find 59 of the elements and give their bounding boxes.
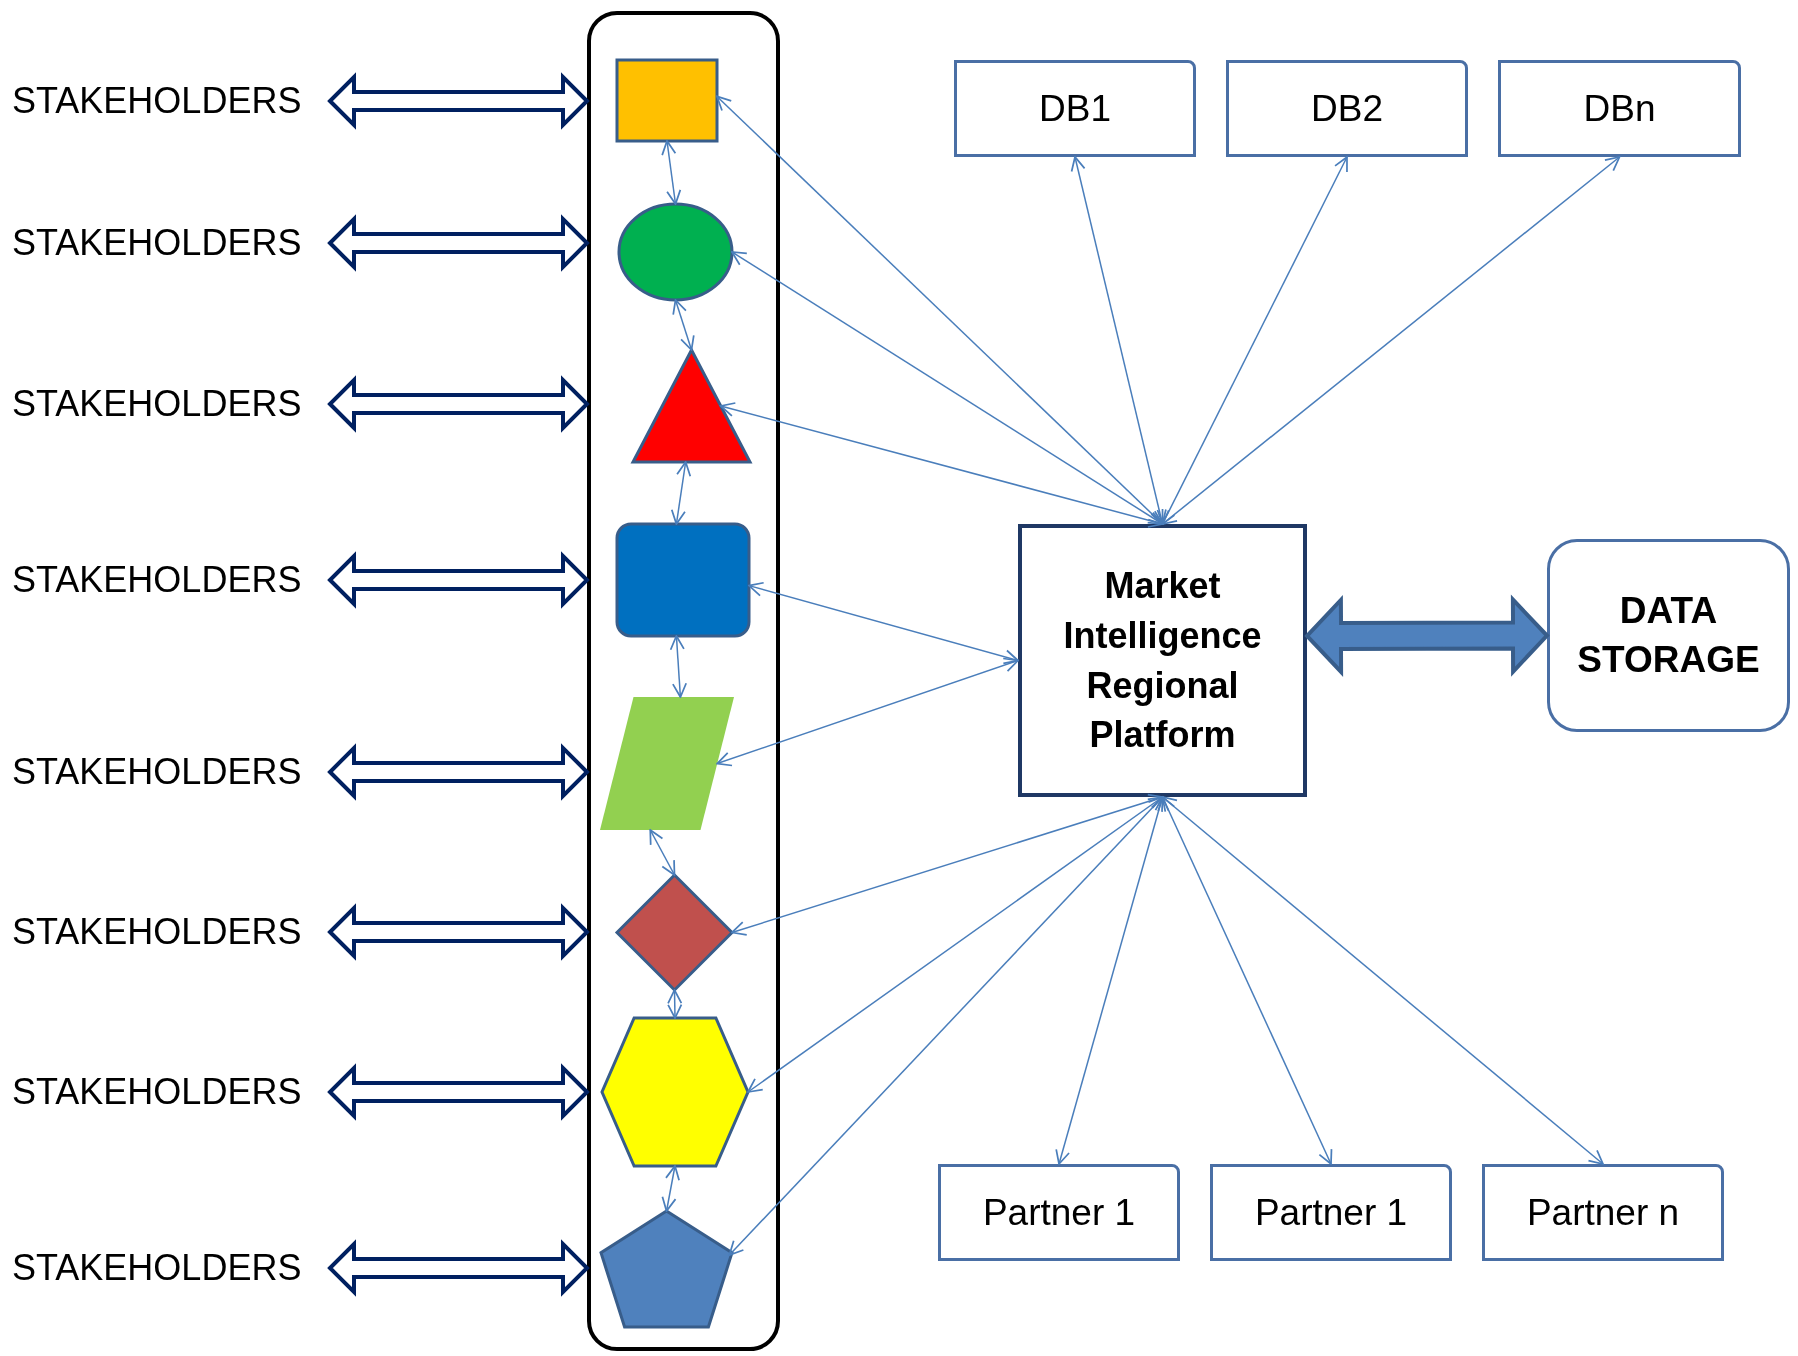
box-label: Partner 1 xyxy=(982,1191,1136,1234)
box-label: DBn xyxy=(1583,87,1656,130)
database-box xyxy=(954,60,1196,157)
stakeholder-label: STAKEHOLDERS xyxy=(12,1242,330,1294)
connector-arrow xyxy=(731,251,1164,525)
connector-arrow xyxy=(661,140,682,205)
partner-box xyxy=(1482,1164,1724,1261)
double-arrow xyxy=(327,743,590,801)
platform-box xyxy=(1018,524,1307,797)
connector-arrow xyxy=(716,657,1019,767)
circle-shape xyxy=(619,204,732,300)
stakeholder-label: STAKEHOLDERS xyxy=(12,378,330,430)
connector-arrow xyxy=(1161,156,1621,525)
double-arrow xyxy=(327,72,590,130)
partner-box xyxy=(1210,1164,1452,1261)
double-arrow xyxy=(327,1063,590,1121)
stakeholder-label: STAKEHOLDERS xyxy=(12,1066,330,1118)
box-label: DB1 xyxy=(1039,87,1111,130)
connector-arrow xyxy=(1161,796,1604,1165)
box-label: Partner n xyxy=(1526,1191,1680,1234)
parallelogram-shape xyxy=(600,697,734,830)
connector-arrow xyxy=(669,635,688,698)
connector-arrow xyxy=(719,402,1164,528)
hexagon-shape xyxy=(602,1018,748,1166)
stakeholder-label: STAKEHOLDERS xyxy=(12,554,330,606)
double-arrow xyxy=(327,214,590,272)
stakeholder-label: STAKEHOLDERS xyxy=(12,906,330,958)
diamond-shape xyxy=(617,875,732,990)
connector-arrow xyxy=(649,829,676,876)
square-shape xyxy=(617,60,717,141)
database-box xyxy=(1498,60,1741,157)
connector-arrow xyxy=(747,796,1164,1093)
connector-arrow xyxy=(670,461,692,525)
rounded-square-shape xyxy=(617,524,749,636)
double-arrow xyxy=(327,1239,590,1297)
storage-box xyxy=(1547,539,1790,732)
pentagon-shape xyxy=(601,1211,732,1327)
double-arrow xyxy=(327,903,590,961)
box-label: Partner 1 xyxy=(1254,1191,1408,1234)
triangle-shape xyxy=(633,350,750,462)
stakeholder-label: STAKEHOLDERS xyxy=(12,75,330,127)
stakeholder-label: STAKEHOLDERS xyxy=(12,746,330,798)
database-box xyxy=(1226,60,1468,157)
connector-arrow xyxy=(661,1165,680,1212)
connector-arrow xyxy=(672,299,695,351)
double-arrow xyxy=(327,375,590,433)
box-label: DATA STORAGE xyxy=(1576,589,1761,682)
box-label: Market Intelligence Regional Platform xyxy=(1062,564,1263,758)
partner-box xyxy=(938,1164,1180,1261)
box-label: DB2 xyxy=(1311,87,1383,130)
connector-arrow xyxy=(728,796,1164,1256)
stakeholder-label: STAKEHOLDERS xyxy=(12,217,330,269)
connector-arrow xyxy=(748,581,1019,665)
connector-arrow xyxy=(667,989,683,1019)
column-panel xyxy=(587,11,780,1351)
double-arrow xyxy=(1304,594,1550,677)
connector-arrow xyxy=(1161,156,1348,525)
connector-arrow xyxy=(1161,796,1333,1165)
double-arrow xyxy=(327,551,590,609)
